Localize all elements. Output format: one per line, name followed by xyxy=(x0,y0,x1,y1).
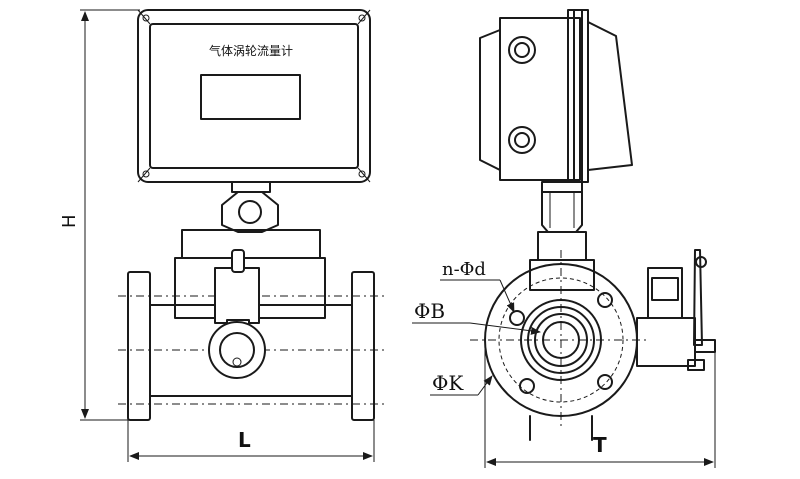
gland-top xyxy=(508,36,536,64)
pressure-tap-housing xyxy=(214,267,260,324)
bolt-hole-4 xyxy=(597,374,613,390)
display-panel xyxy=(149,23,359,169)
tap-valve xyxy=(208,321,266,379)
lcd-window xyxy=(200,74,301,120)
upper-body xyxy=(181,229,321,259)
side-neck xyxy=(541,191,583,233)
side-tap-lever xyxy=(693,249,703,346)
display-title: 气体涡轮流量计 xyxy=(209,43,293,58)
bolt-circle-label: ΦB xyxy=(414,299,445,323)
side-front-lip xyxy=(567,9,589,183)
side-housing xyxy=(499,17,581,181)
bolt-holes-label: n-Φd xyxy=(442,259,486,280)
flange-outer-label: ΦK xyxy=(432,371,464,395)
h-dimension-label: H xyxy=(59,214,80,228)
l-dimension-label: L xyxy=(238,428,251,452)
bolt-hole-1 xyxy=(509,310,525,326)
bolt-hole-3 xyxy=(519,378,535,394)
front-view: H 气体涡轮流量计 xyxy=(59,9,384,462)
side-cover xyxy=(479,29,501,171)
right-flange xyxy=(351,271,375,421)
side-upper-body xyxy=(537,231,587,261)
side-tap-box xyxy=(636,317,696,367)
tap-handle xyxy=(231,249,245,273)
gland-bottom xyxy=(508,126,536,154)
display-housing xyxy=(137,9,371,183)
bolt-hole-2 xyxy=(597,292,613,308)
side-back xyxy=(587,21,633,171)
bolt-circle xyxy=(498,277,624,403)
neck-collar xyxy=(231,181,271,193)
t-dimension-label: T xyxy=(593,433,607,457)
left-flange xyxy=(127,271,151,421)
side-tap-body xyxy=(647,267,683,319)
neck-joint xyxy=(221,191,279,233)
side-view: n-Φd ΦB ΦK T xyxy=(412,9,716,468)
